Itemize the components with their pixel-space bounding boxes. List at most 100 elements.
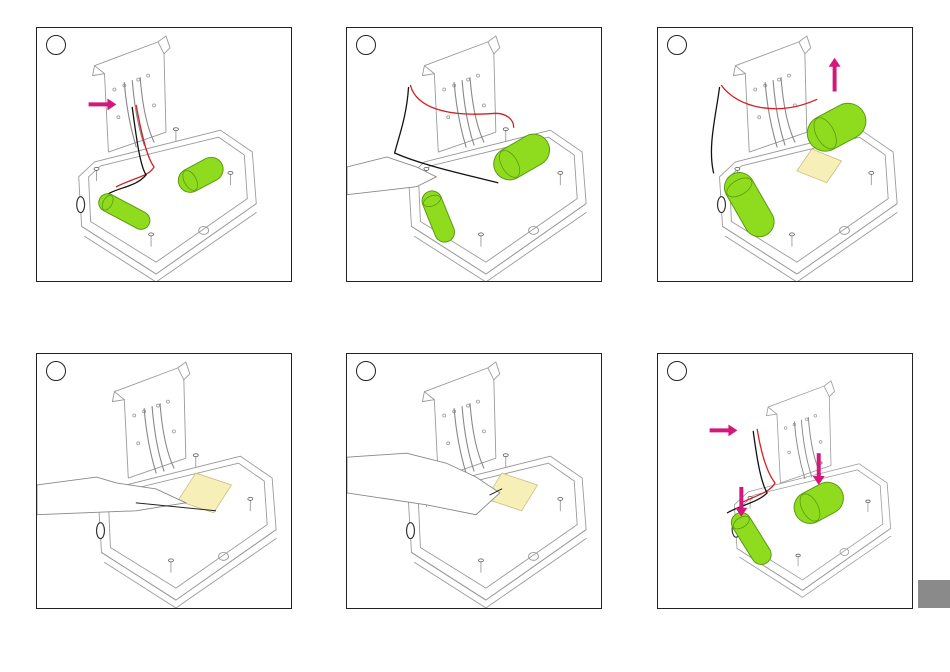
step-panel-2: [346, 27, 602, 282]
bracket-tab-left: [422, 66, 434, 76]
bracket-plate: [114, 368, 185, 478]
step-number: [668, 362, 686, 380]
bracket-screw-hole: [787, 74, 790, 77]
bracket-screw-hole: [447, 116, 450, 119]
bracket-screw-hole: [137, 78, 140, 81]
battery: [96, 191, 153, 233]
battery: [174, 153, 227, 196]
battery-body: [419, 188, 457, 245]
bracket-screw-hole: [482, 104, 485, 107]
battery-body: [488, 128, 555, 185]
housing-base-edge: [414, 539, 586, 608]
housing-bottom-edge: [411, 530, 586, 600]
battery-body: [728, 509, 775, 568]
battery: [419, 188, 457, 245]
device-housing: [99, 454, 277, 608]
post-top: [478, 559, 483, 562]
arrow: [829, 58, 841, 92]
bracket-screw-hole: [476, 74, 479, 77]
post-top: [94, 167, 99, 170]
arrow-head: [829, 58, 841, 67]
post-top: [193, 454, 198, 457]
bracket-screw-hole: [754, 88, 757, 91]
step-number: [47, 362, 65, 380]
adhesive-pad: [797, 149, 842, 183]
bracket-screw-hole: [443, 414, 446, 417]
post-top: [796, 554, 800, 557]
red-wire: [116, 105, 154, 186]
flat-cable-loop: [124, 78, 154, 147]
black-wire: [711, 88, 719, 173]
hand-outline: [347, 453, 500, 515]
step-panel-3: [657, 27, 913, 282]
flat-cable-loop: [144, 404, 174, 473]
bracket-screw-hole: [467, 78, 470, 81]
bracket-plate: [768, 386, 831, 483]
step-number-circle: [667, 35, 687, 55]
bracket-screw-hole: [117, 116, 120, 119]
arrow-head: [728, 424, 737, 436]
housing-hole: [529, 226, 539, 234]
housing-hole: [840, 226, 850, 234]
battery-body: [174, 153, 227, 196]
housing-base-edge: [104, 539, 276, 608]
post-top: [869, 171, 874, 174]
step-illustration: [37, 28, 291, 281]
hand-outline: [37, 477, 186, 515]
page-tab: [918, 580, 950, 608]
post-top: [558, 497, 563, 500]
bracket-tab-left: [93, 66, 105, 76]
battery: [488, 128, 555, 185]
step-illustration: [347, 28, 601, 281]
step-number-circle: [356, 361, 376, 381]
post-top: [149, 233, 154, 236]
bracket-screw-hole: [157, 404, 160, 407]
housing-hole: [199, 226, 209, 234]
bracket-tab-left: [766, 407, 776, 416]
battery-body: [96, 191, 153, 233]
bracket-screw-hole: [778, 78, 781, 81]
step-illustration: [658, 28, 912, 281]
step-illustration: [347, 354, 601, 608]
step-illustration: [37, 354, 291, 608]
side-knob: [407, 523, 415, 539]
bracket-screw-hole: [113, 88, 116, 91]
post-top: [168, 559, 173, 562]
bracket-plate: [424, 42, 495, 152]
flat-cable-loop: [454, 404, 484, 473]
red-wire: [741, 429, 775, 502]
step-number-circle: [667, 361, 687, 381]
post-top: [558, 171, 563, 174]
bracket-screw-hole: [133, 414, 136, 417]
battery: [728, 509, 775, 568]
housing-base-edge: [85, 213, 257, 281]
bracket-screw-hole: [147, 74, 150, 77]
post-top: [228, 171, 233, 174]
bracket-screw-hole: [153, 104, 156, 107]
red-wire: [411, 86, 514, 128]
housing-bottom-edge: [101, 530, 276, 600]
bracket-screw-hole: [443, 88, 446, 91]
housing-inner-rim: [108, 463, 267, 588]
side-knob: [718, 197, 726, 213]
post-top: [424, 167, 429, 170]
arrow: [710, 424, 738, 436]
step-panel-6: [657, 353, 913, 609]
flat-cable-loop: [454, 78, 484, 147]
step-number: [668, 36, 686, 54]
bracket-tab-left: [422, 392, 434, 402]
bracket-screw-hole: [447, 442, 450, 445]
arrow-head: [107, 98, 116, 110]
mounting-bracket: [93, 36, 170, 152]
mounting-bracket: [733, 36, 810, 152]
battery: [719, 167, 780, 242]
side-knob: [77, 197, 85, 213]
bracket-tab-left: [112, 392, 124, 402]
bracket-plate: [95, 42, 166, 152]
post-top: [789, 233, 794, 236]
bracket-screw-hole: [467, 404, 470, 407]
mounting-bracket: [766, 381, 834, 483]
post-top: [503, 454, 508, 457]
step-number-circle: [46, 35, 66, 55]
bracket-screw-hole: [758, 116, 761, 119]
